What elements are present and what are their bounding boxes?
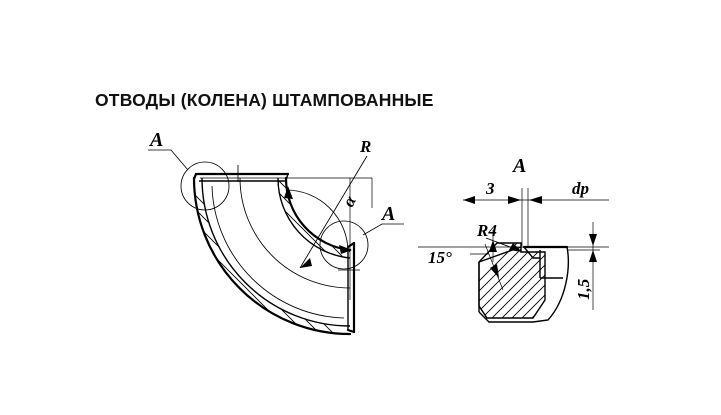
dimension-bevel-15deg: 15° [428, 230, 504, 291]
dimension-fillet-R4: R4 [476, 221, 522, 252]
dimension-label-dp: dp [572, 179, 589, 198]
outer-wall-hatching [194, 178, 350, 334]
detail-view-A: A 3 dp [418, 155, 609, 323]
detail-body-hatching [479, 243, 545, 318]
upper-leg-end-face [192, 172, 290, 182]
leader-upper-A [148, 149, 189, 171]
callout-label-A-lower: A [380, 203, 395, 225]
dimension-label-15deg: 15° [428, 248, 452, 267]
dimension-label-R: R [359, 137, 371, 156]
dimension-wall-3-and-bore-dp: 3 dp [463, 179, 609, 246]
dimension-label-3: 3 [485, 179, 495, 198]
dimension-radius-R: R [299, 137, 371, 269]
detail-circle-lower [319, 220, 369, 270]
dimension-label-1-5: 1,5 [574, 278, 593, 300]
lower-leg-end-face [346, 241, 356, 334]
bend-axis-arc [239, 177, 351, 289]
detail-view-title: A [511, 155, 526, 177]
elbow-inner-contour [284, 176, 352, 252]
dimension-label-R4: R4 [476, 221, 497, 240]
detail-body-outline [478, 242, 546, 319]
detail-circle-upper [180, 161, 230, 211]
elbow-bore-silhouette [211, 185, 345, 319]
detail-body-edges [478, 246, 569, 323]
page-title: ОТВОДЫ (КОЛЕНА) ШТАМПОВАННЫЕ [95, 90, 434, 110]
main-elbow-view: A A R α [148, 129, 404, 336]
dimension-land-1-5: 1,5 [567, 222, 600, 310]
dimension-angle-alpha: α [284, 186, 360, 254]
callout-label-A-upper: A [148, 129, 163, 151]
dimension-label-alpha: α [339, 192, 360, 210]
leader-lower-A [362, 223, 404, 236]
